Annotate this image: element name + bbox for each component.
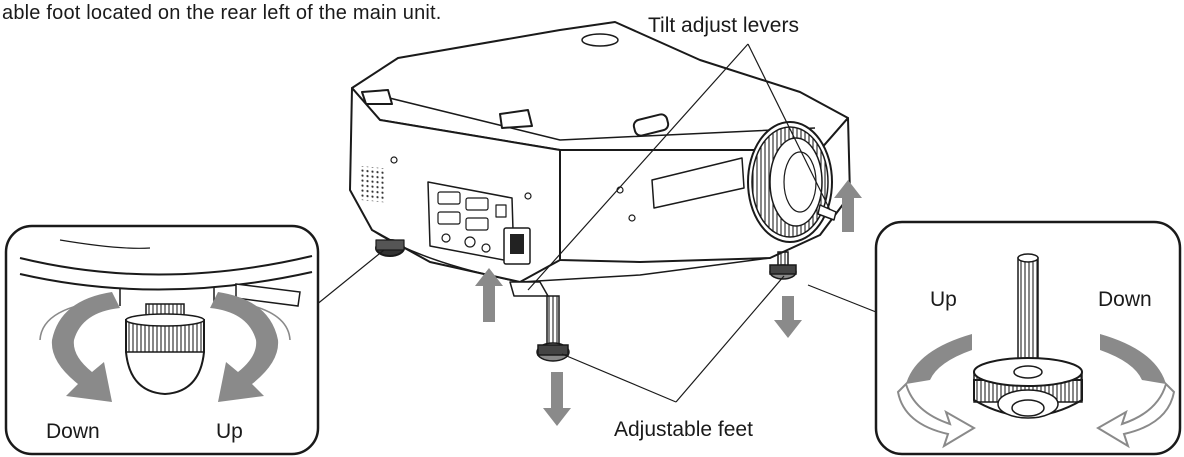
- intro-text-fragment: able foot located on the rear left of th…: [2, 2, 442, 24]
- front-left-adjustable-foot: [536, 295, 570, 362]
- rotate-right-arrow-icon: [210, 292, 279, 402]
- arrow-up-icon: [834, 180, 862, 232]
- callout-lines: [299, 43, 877, 403]
- arrow-down-icon: [543, 372, 571, 426]
- right-inset-panel: [874, 220, 1182, 456]
- tilt-adjust-levers-label: Tilt adjust levers: [648, 14, 799, 37]
- rotate-left-arrow-icon: [906, 334, 972, 384]
- front-right-adjustable-foot: [769, 251, 797, 280]
- direction-arrows: [475, 180, 862, 426]
- projector-unit: [349, 21, 851, 297]
- right-inset-up-label: Up: [930, 288, 957, 311]
- left-inset-down-label: Down: [46, 420, 100, 443]
- rotate-left-arrow-icon: [51, 292, 120, 402]
- adjustable-feet-label: Adjustable feet: [614, 418, 753, 441]
- left-inset-panel: [4, 224, 320, 456]
- right-inset-down-label: Down: [1098, 288, 1152, 311]
- arrow-down-icon: [774, 296, 802, 338]
- rotate-right-arrow-icon: [1100, 334, 1166, 384]
- arrow-up-icon: [475, 268, 503, 322]
- left-inset-up-label: Up: [216, 420, 243, 443]
